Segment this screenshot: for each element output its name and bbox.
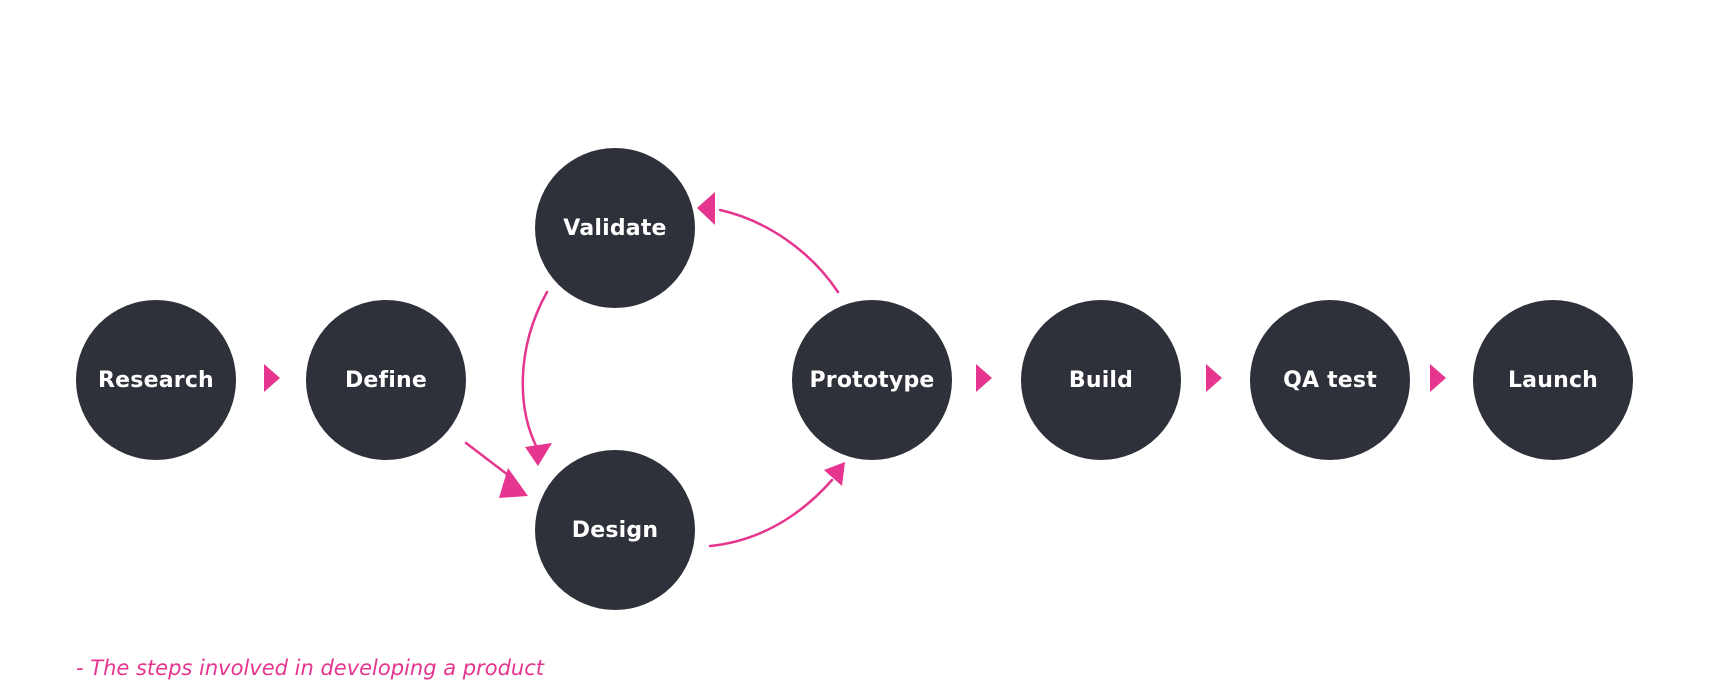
- step-validate-label: Validate: [563, 215, 667, 241]
- step-build-label: Build: [1068, 367, 1134, 393]
- flow-triangle-research-define: [264, 364, 280, 392]
- step-define-label: Define: [344, 367, 428, 393]
- arrow-prototype-to-validate: [718, 208, 840, 294]
- diagram-caption: - The steps involved in developing a pro…: [76, 656, 544, 680]
- arrow-design-to-prototype: [708, 478, 834, 548]
- arrowhead-validate-to-design: [525, 443, 552, 466]
- arrowhead-define-to-design: [499, 468, 528, 498]
- step-research-label: Research: [98, 367, 214, 393]
- step-launch-label: Launch: [1507, 367, 1599, 393]
- arrowhead-design-to-prototype: [824, 462, 845, 486]
- step-prototype-label: Prototype: [809, 367, 935, 393]
- arrow-validate-to-design: [521, 290, 549, 450]
- step-launch-node: Launch: [1473, 300, 1633, 460]
- step-design-node: Design: [535, 450, 695, 610]
- step-prototype-node: Prototype: [792, 300, 952, 460]
- step-build-node: Build: [1021, 300, 1181, 460]
- flow-triangle-qa-launch: [1430, 364, 1446, 392]
- step-design-label: Design: [571, 517, 659, 543]
- arrow-define-to-design: [464, 441, 514, 480]
- step-research-node: Research: [76, 300, 236, 460]
- step-validate-node: Validate: [535, 148, 695, 308]
- step-qa-test-node: QA test: [1250, 300, 1410, 460]
- step-define-node: Define: [306, 300, 466, 460]
- step-qa-test-label: QA test: [1283, 367, 1377, 393]
- flow-triangle-prototype-build: [976, 364, 992, 392]
- arrowhead-prototype-to-validate: [697, 192, 715, 225]
- flow-triangle-build-qa: [1206, 364, 1222, 392]
